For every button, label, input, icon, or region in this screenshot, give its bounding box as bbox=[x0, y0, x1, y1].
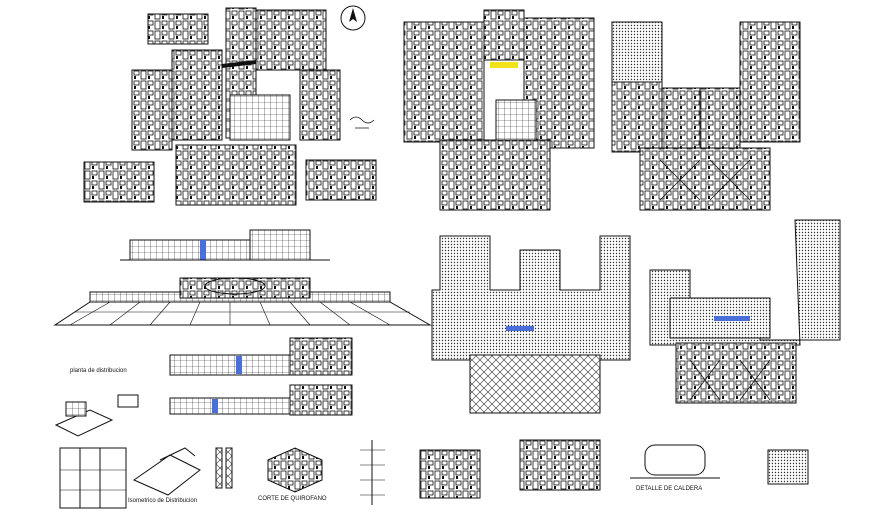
plan-note-label: planta de distribucion bbox=[70, 368, 127, 374]
hatched-plan-right bbox=[649, 219, 841, 404]
scribble-note bbox=[349, 116, 375, 129]
elevation-3 bbox=[169, 384, 353, 416]
small-plan-right bbox=[305, 159, 377, 201]
small-plan-left bbox=[83, 161, 155, 203]
tank-detail bbox=[767, 449, 809, 485]
perspective-elevation bbox=[53, 277, 432, 326]
north-arrow-icon bbox=[340, 5, 366, 31]
floor-plan-3 bbox=[611, 21, 801, 211]
floor-plan-1 bbox=[131, 7, 341, 206]
elevation-2: planta de distribucion bbox=[70, 337, 353, 376]
vertical-section bbox=[360, 440, 385, 505]
column-detail bbox=[215, 447, 233, 489]
section-label: CORTE DE QUIROFANO bbox=[258, 496, 327, 502]
elevation-1 bbox=[120, 229, 330, 261]
riser-diagram bbox=[59, 447, 127, 509]
small-plan-a bbox=[419, 449, 481, 499]
operating-room-section: CORTE DE QUIROFANO bbox=[258, 447, 327, 502]
isometric-label: Isometrico de Distribucion bbox=[128, 498, 197, 504]
isometric-distribution: Isometrico de Distribucion bbox=[128, 447, 201, 504]
hatched-plan-left bbox=[431, 235, 631, 414]
detail-label: DETALLE DE CALDERA bbox=[636, 486, 702, 492]
equipment-detail bbox=[54, 394, 139, 437]
small-plan-b bbox=[519, 439, 601, 491]
floor-plan-2 bbox=[403, 9, 595, 211]
boiler-detail: DETALLE DE CALDERA bbox=[630, 444, 720, 492]
